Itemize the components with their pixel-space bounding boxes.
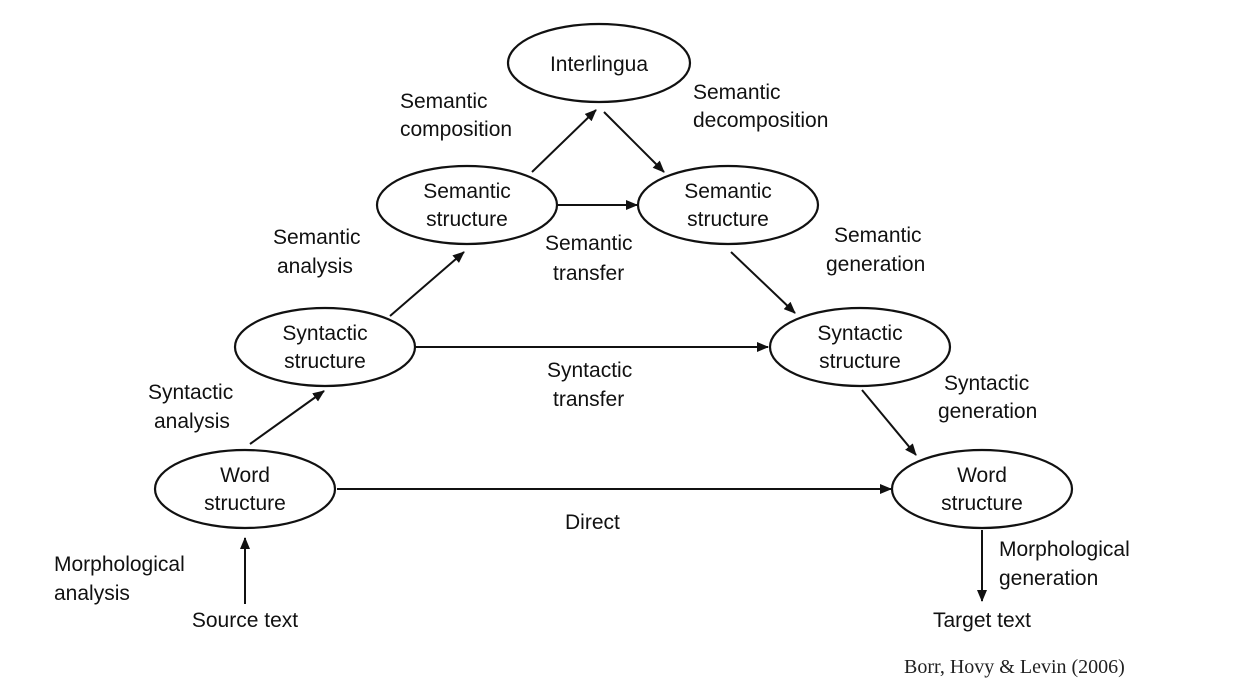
syntactic-structure-source-line2: structure (284, 350, 366, 373)
label-direct: Direct (565, 511, 620, 534)
label-morphological-analysis: Morphological analysis (54, 553, 185, 605)
morphological-generation-line2: generation (999, 567, 1098, 590)
syntactic-structure-source-line1: Syntactic (282, 322, 367, 345)
syntactic-transfer-line1: Syntactic (547, 359, 632, 382)
semantic-composition-line2: composition (400, 118, 512, 141)
semantic-transfer-line2: transfer (553, 262, 624, 285)
semantic-generation-line1: Semantic (834, 224, 922, 247)
morphological-generation-line1: Morphological (999, 538, 1130, 561)
syntactic-transfer-line2: transfer (553, 388, 624, 411)
node-syntactic-structure-target: Syntactic structure (768, 306, 952, 388)
label-syntactic-transfer: Syntactic transfer (547, 359, 632, 411)
source-text-label: Source text (192, 609, 298, 632)
arrows (240, 109, 987, 604)
semantic-analysis-line1: Semantic (273, 226, 361, 249)
semantic-transfer-line1: Semantic (545, 232, 633, 255)
semantic-composition-line1: Semantic (400, 90, 488, 113)
label-syntactic-analysis: Syntactic analysis (148, 381, 233, 433)
citation: Borr, Hovy & Levin (2006) (904, 656, 1125, 678)
arrow-syntactic-analysis (249, 390, 325, 445)
semantic-decomposition-line2: decomposition (693, 109, 828, 132)
label-morphological-generation: Morphological generation (999, 538, 1130, 590)
syntactic-structure-target-line1: Syntactic (817, 322, 902, 345)
semantic-structure-target-line1: Semantic (684, 180, 772, 203)
node-semantic-structure-source: Semantic structure (375, 164, 559, 246)
syntactic-structure-target-line2: structure (819, 350, 901, 373)
node-semantic-structure-target: Semantic structure (636, 164, 820, 246)
label-semantic-generation: Semantic generation (826, 224, 925, 276)
semantic-generation-line2: generation (826, 253, 925, 276)
morphological-analysis-line1: Morphological (54, 553, 185, 576)
node-word-structure-target: Word structure (890, 448, 1074, 530)
word-structure-source-line1: Word (220, 464, 270, 487)
semantic-structure-source-line1: Semantic (423, 180, 511, 203)
syntactic-analysis-line1: Syntactic (148, 381, 233, 404)
word-structure-target-line1: Word (957, 464, 1007, 487)
node-syntactic-structure-source: Syntactic structure (233, 306, 417, 388)
semantic-structure-source-line2: structure (426, 208, 508, 231)
label-semantic-analysis: Semantic analysis (273, 226, 361, 278)
word-structure-source-line2: structure (204, 492, 286, 515)
node-word-structure-source: Word structure (153, 448, 337, 530)
arrow-semantic-decomposition (603, 111, 665, 173)
arrow-semantic-composition (531, 109, 597, 173)
arrow-semantic-analysis (389, 251, 465, 317)
interlingua-label: Interlingua (550, 53, 648, 76)
semantic-analysis-line2: analysis (277, 255, 353, 278)
syntactic-generation-line2: generation (938, 400, 1037, 423)
syntactic-generation-line1: Syntactic (944, 372, 1029, 395)
node-interlingua: Interlingua (506, 22, 692, 104)
label-syntactic-generation: Syntactic generation (938, 372, 1037, 423)
target-text-label: Target text (933, 609, 1031, 632)
morphological-analysis-line2: analysis (54, 582, 130, 605)
syntactic-analysis-line2: analysis (154, 410, 230, 433)
semantic-structure-target-line2: structure (687, 208, 769, 231)
label-semantic-composition: Semantic composition (400, 90, 512, 141)
label-semantic-decomposition: Semantic decomposition (693, 81, 828, 132)
label-semantic-transfer: Semantic transfer (545, 232, 633, 285)
semantic-decomposition-line1: Semantic (693, 81, 781, 104)
arrow-syntactic-generation (861, 389, 917, 456)
word-structure-target-line2: structure (941, 492, 1023, 515)
arrow-semantic-generation (730, 251, 796, 314)
